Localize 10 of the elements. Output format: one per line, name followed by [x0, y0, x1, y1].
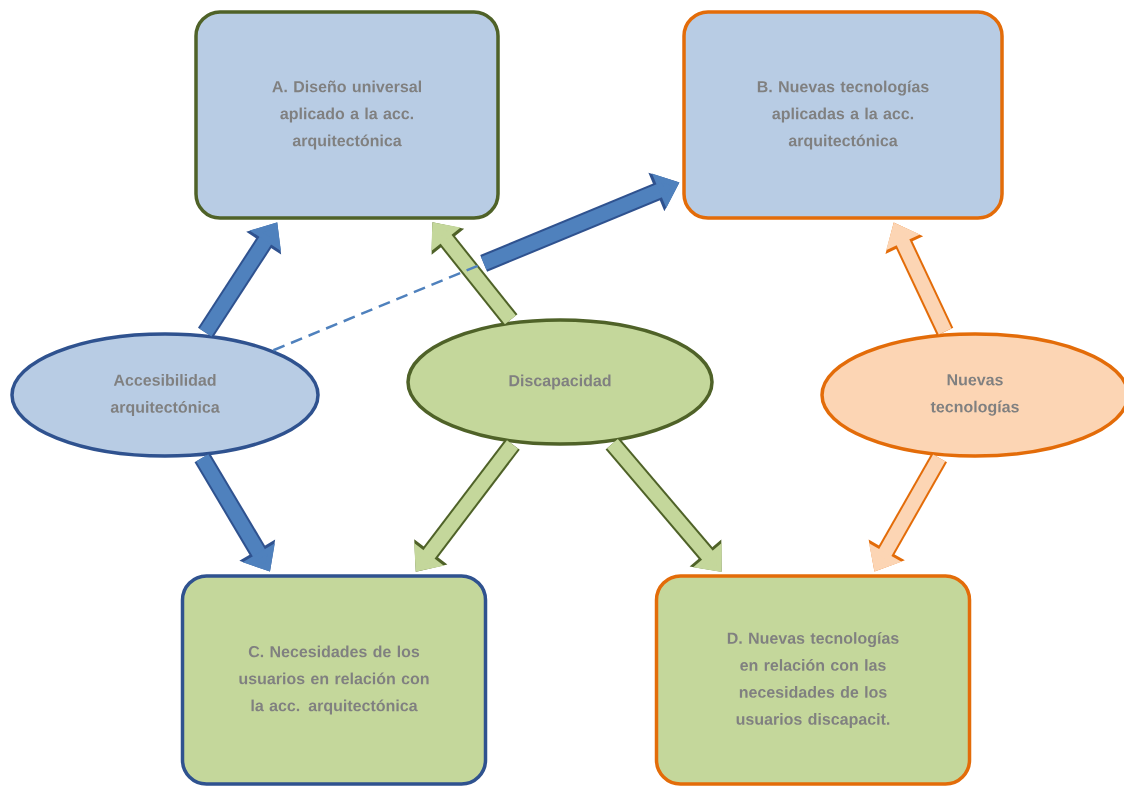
ellipse-node: Discapacidad [406, 318, 714, 446]
rounded-box: C. Necesidades de los usuarios en relación con la acc. arquitectónica [180, 574, 488, 786]
rounded-box: B. Nuevas tecnologías aplicadas a la acc. arquitectónica [682, 10, 1004, 220]
ellipse-node: Nuevas tecnologías [820, 332, 1124, 458]
block-arrow [605, 437, 722, 572]
block-arrow [431, 222, 518, 326]
rounded-box: A. Diseño universal aplicado a la acc. arquitectónica [194, 10, 500, 220]
ellipse-node: Accesibilidad arquitectónica [10, 332, 320, 458]
rounded-box: D. Nuevas tecnologías en relación con las necesidades de los usuarios discapacit. [654, 574, 972, 786]
block-arrow [414, 438, 520, 572]
